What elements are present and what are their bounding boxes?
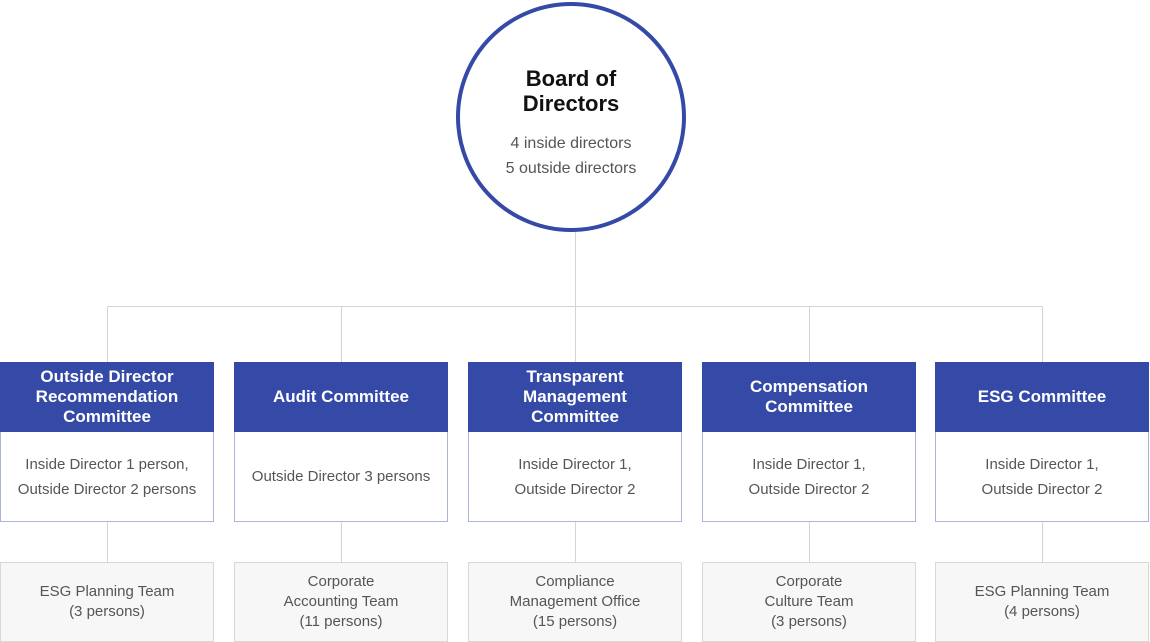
support-team: Corporate Accounting Team (11 persons) — [234, 562, 448, 642]
committee-members: Inside Director 1, Outside Director 2 — [935, 432, 1149, 522]
committee-column-compensation: Compensation Committee Inside Director 1… — [702, 362, 916, 642]
committee-members: Inside Director 1 person, Outside Direct… — [0, 432, 214, 522]
committee-title: Audit Committee — [234, 362, 448, 432]
committee-title: Compensation Committee — [702, 362, 916, 432]
support-team: Corporate Culture Team (3 persons) — [702, 562, 916, 642]
committee-title: Transparent Management Committee — [468, 362, 682, 432]
committee-members: Outside Director 3 persons — [234, 432, 448, 522]
committee-title: Outside Director Recommendation Committe… — [0, 362, 214, 432]
committee-members: Inside Director 1, Outside Director 2 — [702, 432, 916, 522]
committee-column-outside-director-recommendation: Outside Director Recommendation Committe… — [0, 362, 214, 642]
board-of-directors-node: Board of Directors 4 inside directors 5 … — [456, 2, 686, 232]
board-composition: 4 inside directors 5 outside directors — [505, 135, 637, 177]
board-title: Board of Directors — [522, 66, 620, 116]
committee-title: ESG Committee — [935, 362, 1149, 432]
support-team: Compliance Management Office (15 persons… — [468, 562, 682, 642]
support-team: ESG Planning Team (4 persons) — [935, 562, 1149, 642]
committee-column-audit: Audit Committee Outside Director 3 perso… — [234, 362, 448, 642]
committee-members: Inside Director 1, Outside Director 2 — [468, 432, 682, 522]
support-team: ESG Planning Team (3 persons) — [0, 562, 214, 642]
committee-column-esg: ESG Committee Inside Director 1, Outside… — [935, 362, 1149, 642]
committee-column-transparent-management: Transparent Management Committee Inside … — [468, 362, 682, 642]
